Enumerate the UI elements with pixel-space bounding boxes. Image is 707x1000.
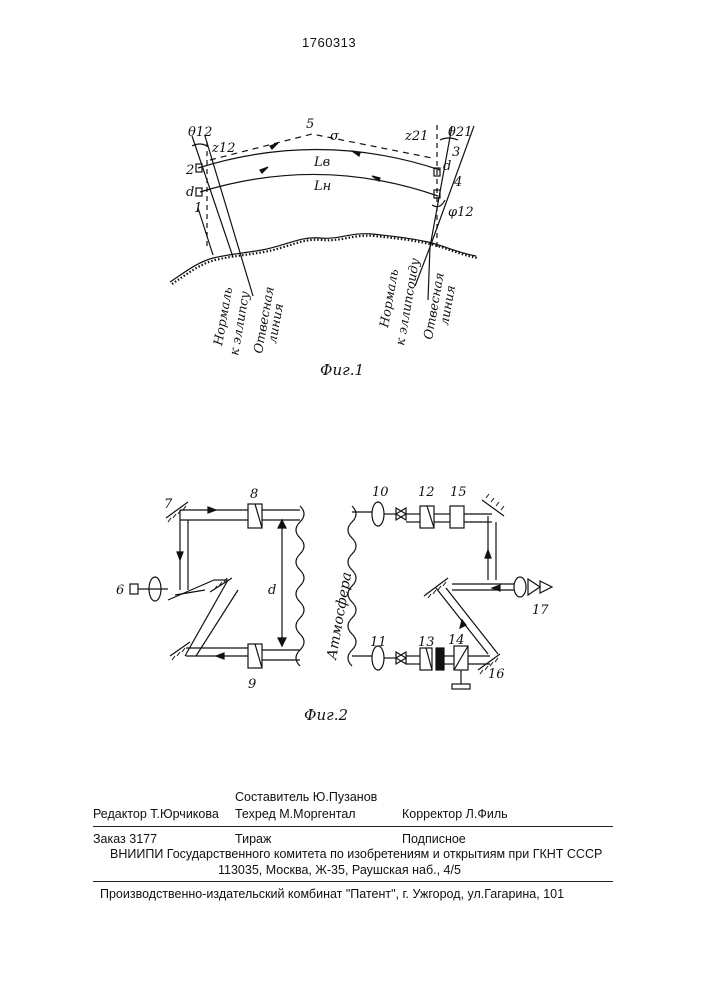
imprint-editor: Редактор Т.Юрчикова bbox=[93, 808, 219, 821]
label-15: 15 bbox=[450, 485, 467, 500]
label-Ln: Lн bbox=[313, 179, 331, 194]
label-d: d bbox=[268, 583, 276, 598]
label-sigma: σ bbox=[330, 129, 340, 144]
label-2: 2 bbox=[185, 163, 194, 178]
label-6: 6 bbox=[116, 583, 124, 598]
imprint-compiler: Составитель Ю.Пузанов bbox=[235, 791, 377, 804]
label-5: 5 bbox=[306, 117, 314, 132]
fig1-caption: Фиг.1 bbox=[320, 361, 364, 379]
figure-2-drawing: 6 7 8 9 d 10 11 12 13 14 15 16 17 Атмосф… bbox=[0, 460, 707, 790]
label-12: 12 bbox=[418, 485, 435, 500]
imprint-rule-2 bbox=[93, 881, 613, 882]
label-13: 13 bbox=[418, 635, 435, 650]
label-8: 8 bbox=[250, 487, 258, 502]
label-z12: z12 bbox=[211, 141, 235, 156]
atmosphere-label: Атмосфера bbox=[324, 571, 355, 662]
imprint-vniipi: ВНИИПИ Государственного комитета по изоб… bbox=[110, 848, 602, 861]
label-4: 4 bbox=[453, 175, 462, 190]
left-wavy-boundary bbox=[296, 506, 304, 666]
label-10: 10 bbox=[372, 485, 389, 500]
imprint-rule-1 bbox=[93, 826, 613, 827]
label-7: 7 bbox=[164, 497, 173, 512]
imprint-techeditor: Техред М.Моргентал bbox=[235, 808, 356, 821]
label-14: 14 bbox=[448, 633, 465, 648]
fig2-caption: Фиг.2 bbox=[304, 706, 348, 724]
label-d-left: d bbox=[186, 185, 194, 200]
imprint-subscription: Подписное bbox=[402, 833, 466, 846]
label-9: 9 bbox=[248, 677, 256, 692]
imprint-corrector: Корректор Л.Филь bbox=[402, 808, 508, 821]
label-16: 16 bbox=[488, 667, 505, 682]
label-z21: z21 bbox=[404, 129, 428, 144]
label-1: 1 bbox=[194, 201, 202, 216]
label-phi12: φ12 bbox=[448, 205, 474, 220]
label-17: 17 bbox=[532, 603, 549, 618]
imprint-publisher: Производственно-издательский комбинат "П… bbox=[100, 888, 564, 901]
label-d-right: d bbox=[443, 159, 451, 174]
label-Lv: Lв bbox=[313, 155, 330, 170]
label-theta21: θ21 bbox=[448, 125, 472, 140]
imprint-circulation: Тираж bbox=[235, 833, 271, 846]
imprint-order: Заказ 3177 bbox=[93, 833, 157, 846]
figure-1-drawing: θ12 z12 5 σ z21 θ21 3 2 d 1 Lв Lн d 4 φ1… bbox=[0, 0, 707, 400]
label-11: 11 bbox=[370, 635, 387, 650]
imprint-address: 113035, Москва, Ж-35, Раушская наб., 4/5 bbox=[218, 864, 461, 877]
label-theta12: θ12 bbox=[188, 125, 212, 140]
label-3: 3 bbox=[452, 145, 460, 160]
